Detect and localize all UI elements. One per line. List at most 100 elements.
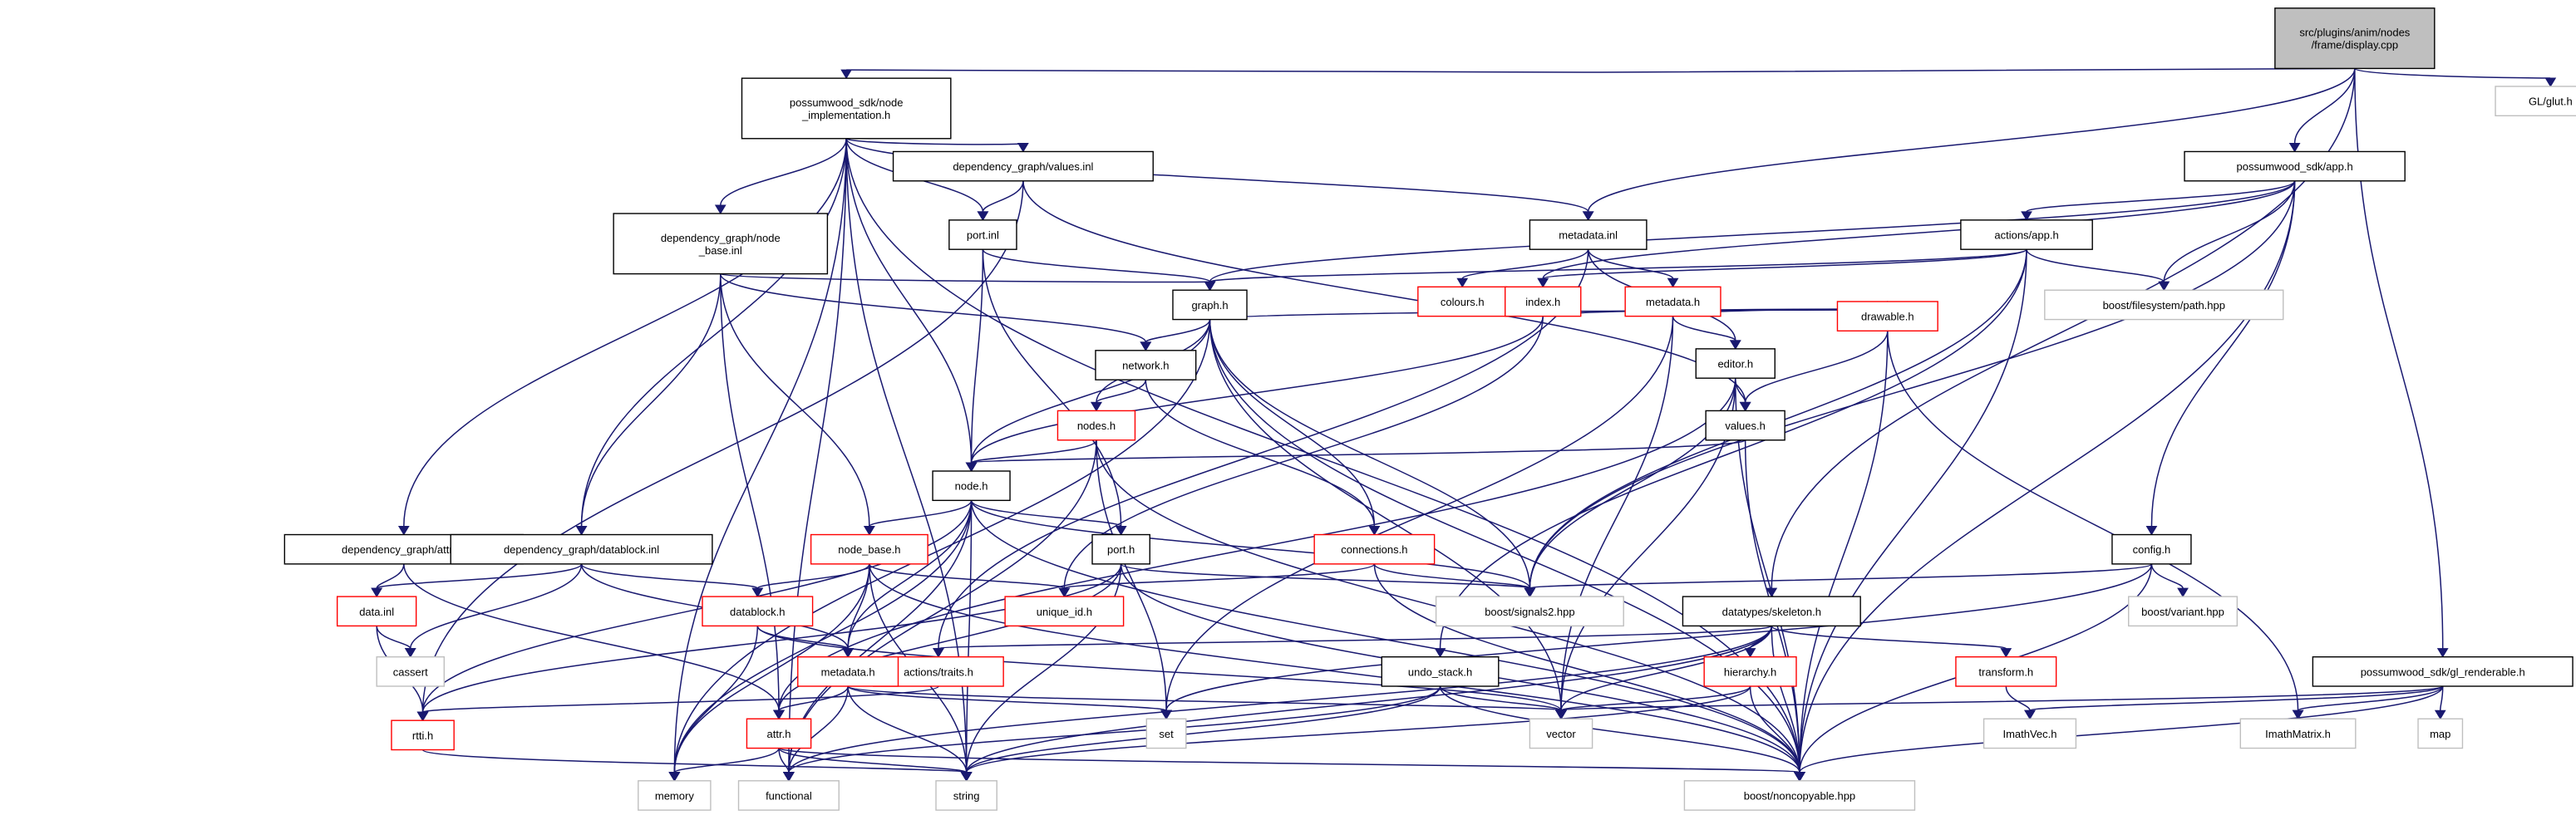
node-connections_h[interactable]: connections.h [1313,533,1436,565]
node-network_h[interactable]: network.h [1095,350,1197,380]
node-metadata_h[interactable]: metadata.h [797,655,899,687]
edge-gl_renderable-to-imathvec [2024,685,2444,720]
node-label: set [1159,728,1174,740]
edge-actions_app-to-fs_path [2026,248,2170,292]
node-node_base_inl[interactable]: dependency_graph/node_base.inl [613,213,829,275]
node-label: config.h [2133,543,2171,556]
node-values_h[interactable]: values.h [1705,410,1785,441]
edge-line [1439,685,1562,711]
edge-line [788,439,1097,773]
edge-arrowhead [2288,142,2301,153]
node-rtti_h[interactable]: rtti.h [391,719,455,751]
node-undo_stack[interactable]: undo_stack.h [1381,655,1500,687]
node-box [1091,533,1150,565]
node-label: network.h [1122,359,1169,371]
edge-line [1209,319,1800,773]
node-node_h[interactable]: node.h [932,470,1011,502]
edge-line [1461,248,1589,280]
node-gl_renderable[interactable]: possumwood_sdk/gl_renderable.h [2312,655,2574,687]
edge-line [778,563,1122,711]
node-label: /frame/display.cpp [2312,39,2399,52]
node-metadata_h2[interactable]: metadata.h [1624,286,1721,317]
node-label: string [953,789,980,802]
edge-arrowhead [1744,648,1756,658]
node-label: values.h [1725,420,1765,432]
node-box [1505,286,1582,317]
edge-line [970,249,984,464]
node-transform_h[interactable]: transform.h [1955,655,2057,687]
edge-line [2150,563,2184,589]
node-port_inl[interactable]: port.inl [948,219,1017,250]
edge-line [409,563,583,649]
edge-arrowhead [2177,587,2189,598]
edge-line [1373,563,1800,773]
node-metadata_inl[interactable]: metadata.inl [1529,219,1648,250]
node-box [1529,219,1648,250]
edge-line [673,319,1211,773]
node-port_h[interactable]: port.h [1091,533,1150,565]
node-hierarchy_h[interactable]: hierarchy.h [1703,655,1797,687]
edge-metadata_h2-to-editor_h [1672,316,1741,350]
node-variant: boost/variant.hpp [2128,596,2239,627]
node-index_h[interactable]: index.h [1505,286,1582,317]
node-root[interactable]: src/plugins/anim/nodes/frame/display.cpp [2274,7,2436,70]
edge-line [1749,686,1800,773]
node-attr_h[interactable]: attr.h [746,718,812,749]
edge-line [1145,319,1211,343]
node-label: src/plugins/anim/nodes [2299,27,2410,39]
edge-line [982,180,1024,213]
node-label: boost/noncopyable.hpp [1744,789,1855,802]
node-node_base_h[interactable]: node_base.h [810,533,928,565]
node-box [746,718,812,749]
edge-line [1560,316,1674,711]
node-config_h[interactable]: config.h [2111,533,2192,565]
edge-arrowhead [2021,211,2032,221]
node-actions_app[interactable]: actions/app.h [1960,219,2093,250]
node-drawable_h[interactable]: drawable.h [1836,301,1938,331]
node-vector: vector [1529,718,1593,749]
node-datablock_inl[interactable]: dependency_graph/datablock.inl [450,533,713,565]
node-nodes_h[interactable]: nodes.h [1057,410,1136,441]
node-label: colours.h [1441,296,1485,308]
node-map: map [2417,718,2464,749]
edge-undo_stack-to-string [960,685,1441,782]
edge-arrowhead [1794,772,1805,782]
node-box [1836,301,1938,331]
node-label: metadata.h [1646,296,1700,308]
edge-line [1560,626,1773,711]
edge-node_impl-to-node_base_inl [714,138,847,214]
edge-arrowhead [1667,277,1679,288]
edge-line [1587,248,1674,280]
node-noncopyable: boost/noncopyable.hpp [1683,780,1916,811]
edge-arrowhead [840,69,853,80]
node-cassert: cassert [376,655,446,687]
edge-line [778,747,968,773]
node-unique_id[interactable]: unique_id.h [1004,596,1125,627]
edge-graph_h-to-network_h [1140,319,1211,351]
node-box [1682,596,1861,627]
node-colours_h[interactable]: colours.h [1417,286,1508,317]
node-data_inl[interactable]: data.inl [336,596,417,627]
edge-line [421,563,1122,713]
node-datablock_h[interactable]: datablock.h [702,596,814,627]
edge-arrowhead [1140,341,1152,351]
edge-config_h-to-variant [2150,563,2189,598]
edge-node_base_h-to-datablock_h [751,563,870,598]
edge-line [376,563,405,589]
edge-line [376,563,583,589]
node-app_h[interactable]: possumwood_sdk/app.h [2184,150,2406,182]
node-label: GL/glut.h [2529,96,2573,108]
node-node_impl[interactable]: possumwood_sdk/node_implementation.h [741,77,952,140]
edge-actions_app-to-graph_h [1204,248,2027,292]
edge-arrowhead [1091,401,1102,412]
node-graph_h[interactable]: graph.h [1172,289,1248,321]
node-skeleton_h[interactable]: datatypes/skeleton.h [1682,596,1861,627]
edge-line [1542,248,2027,280]
edge-port_inl-to-node_h [965,249,984,472]
node-editor_h[interactable]: editor.h [1695,348,1776,379]
node-values_inl[interactable]: dependency_graph/values.inl [892,150,1154,182]
edge-node_h-to-string [960,500,973,782]
node-label: index.h [1525,296,1560,308]
node-label: dependency_graph/datablock.inl [504,543,659,556]
